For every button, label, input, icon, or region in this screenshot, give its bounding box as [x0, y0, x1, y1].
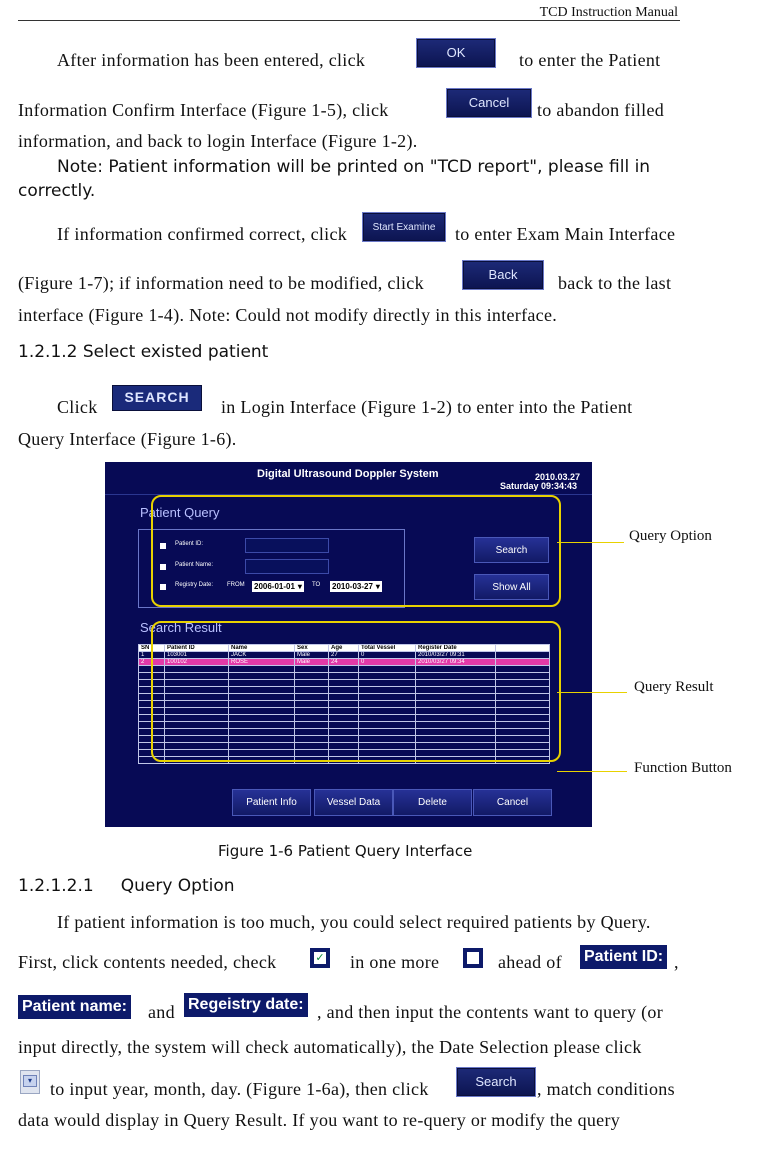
patient-info-button[interactable]: Patient Info [232, 789, 311, 816]
day-time-text: Saturday 09:34:43 [500, 481, 578, 491]
title-divider [105, 494, 592, 495]
para2-line1-b: to enter Exam Main Interface [455, 224, 676, 244]
para4-line3-b: , and then input the contents want to qu… [317, 1002, 664, 1022]
section-1212-heading: 1.2.1.2 Select existed patient [18, 342, 269, 362]
patient-query-title: Patient Query [140, 505, 220, 520]
patient-id-checkbox[interactable] [160, 543, 166, 549]
from-label: FROM [227, 582, 245, 588]
patient-query-figure: Digital Ultrasound Doppler System 2010.0… [105, 462, 592, 827]
para4-line2-b: in one more [350, 952, 440, 972]
to-date-select[interactable]: 2010-03-27▾ [330, 581, 382, 592]
registry-date-checkbox[interactable] [160, 584, 166, 590]
registry-date-label: Registry Date: [175, 582, 214, 588]
app-title: Digital Ultrasound Doppler System [257, 468, 439, 480]
patient-name-label: Patient Name: [175, 562, 214, 568]
checked-checkbox-icon: ✓ [310, 948, 330, 968]
patient-name-checkbox[interactable] [160, 564, 166, 570]
search-result-table: SN Patient ID Name Sex Age Total Vessel … [138, 644, 550, 764]
section-12121-heading: 1.2.1.2.1 Query Option [18, 876, 235, 896]
search-button-inline[interactable]: Search [456, 1067, 536, 1097]
patient-name-tag: Patient name: [18, 995, 131, 1019]
to-chevron-down-icon: ▾ [375, 582, 380, 591]
to-label: TO [312, 582, 321, 588]
vessel-data-button[interactable]: Vessel Data [314, 789, 393, 816]
query-box [138, 529, 405, 608]
function-button-leader [557, 771, 627, 772]
cancel-button[interactable]: Cancel [446, 88, 532, 118]
callout-query-result: Query Result [634, 679, 714, 695]
query-search-button[interactable]: Search [474, 537, 549, 563]
para1-line2-a: Information Confirm Interface (Figure 1-… [18, 100, 389, 120]
to-date-value: 2010-03-27 [332, 582, 373, 591]
delete-button[interactable]: Delete [393, 789, 472, 816]
patient-id-tag: Patient ID: [580, 945, 668, 969]
para4-line5-b: , match conditions [537, 1079, 675, 1099]
date-dropdown-icon: ▾ [20, 1070, 40, 1094]
patient-id-label: Patient ID: [175, 541, 204, 547]
para4-line2-d: , [674, 952, 679, 972]
query-result-leader [557, 692, 627, 693]
para1-line1-a: After information has been entered, clic… [57, 50, 366, 70]
registry-date-tag: Regeistry date: [184, 993, 308, 1017]
note1-line2: correctly. [18, 181, 96, 201]
ok-button[interactable]: OK [416, 38, 496, 68]
para1-line1-b: to enter the Patient [519, 50, 661, 70]
para4-line5-a: to input year, month, day. (Figure 1-6a)… [50, 1079, 429, 1099]
para1-line2-b: to abandon filled [537, 100, 665, 120]
query-result-highlight [151, 621, 561, 762]
search-button[interactable]: SEARCH [112, 385, 202, 411]
note1-line1: Note: Patient information will be printe… [57, 157, 651, 177]
para4-line4: input directly, the system will check au… [18, 1037, 642, 1057]
from-date-select[interactable]: 2006-01-01▾ [252, 581, 304, 592]
para3-line1-a: Click [57, 397, 98, 417]
from-date-value: 2006-01-01 [254, 582, 295, 591]
callout-function-button: Function Button [634, 760, 732, 776]
para2-line1-a: If information confirmed correct, click [57, 224, 348, 244]
from-chevron-down-icon: ▾ [297, 582, 302, 591]
back-button[interactable]: Back [462, 260, 544, 290]
para4-line3-a: and [148, 1002, 175, 1022]
patient-id-input[interactable] [245, 538, 329, 553]
para1-line3: information, and back to login Interface… [18, 131, 418, 151]
para4-line2-c: ahead of [498, 952, 562, 972]
unchecked-checkbox-icon [463, 948, 483, 968]
header-rule [18, 20, 680, 21]
patient-name-input[interactable] [245, 559, 329, 574]
header-title: TCD Instruction Manual [539, 5, 678, 20]
para2-line3: interface (Figure 1-4). Note: Could not … [18, 305, 558, 325]
callout-query-option: Query Option [629, 528, 712, 544]
para2-line2-a: (Figure 1-7); if information need to be … [18, 273, 424, 293]
para4-line2-a: First, click contents needed, check [18, 952, 277, 972]
query-option-leader [557, 542, 624, 543]
para4-line6: data would display in Query Result. If y… [18, 1110, 621, 1130]
query-option-highlight [151, 495, 561, 607]
para3-line1-b: in Login Interface (Figure 1-2) to enter… [221, 397, 633, 417]
start-examine-button[interactable]: Start Examine [362, 212, 446, 242]
para4-line1: If patient information is too much, you … [57, 912, 651, 932]
figure-caption: Figure 1-6 Patient Query Interface [218, 842, 473, 860]
para3-line2: Query Interface (Figure 1-6). [18, 429, 237, 449]
para2-line2-b: back to the last [558, 273, 672, 293]
figure-cancel-button[interactable]: Cancel [473, 789, 552, 816]
date-text: 2010.03.27 [535, 472, 581, 482]
show-all-button[interactable]: Show All [474, 574, 549, 600]
